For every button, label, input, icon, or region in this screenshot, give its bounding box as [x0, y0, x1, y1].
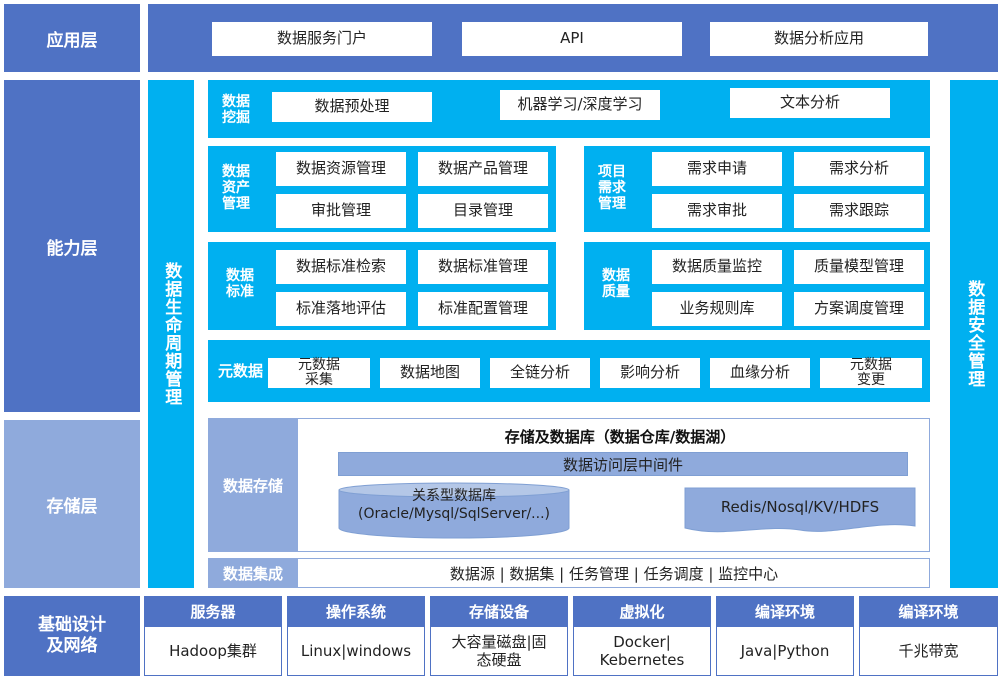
quality-item-monitor: 数据质量监控	[652, 250, 782, 284]
metadata-item-impact-label: 影响分析	[619, 363, 680, 382]
mining-title: 数据 挖掘	[222, 93, 250, 126]
nosql-label: Redis/Nosql/KV/HDFS	[720, 498, 880, 516]
storage-heading: 存储及数据库（数据仓库/数据湖）	[504, 428, 736, 446]
metadata-item-collect: 元数据 采集	[268, 358, 370, 388]
metadata-item-map-label: 数据地图	[399, 363, 460, 382]
asset-item-resource: 数据资源管理	[276, 152, 406, 186]
mining-item-text-label: 文本分析	[779, 93, 840, 112]
standard-item-manage: 数据标准管理	[418, 250, 548, 284]
standard-item-evaluate-label: 标准落地评估	[295, 299, 386, 318]
app-item-portal-label: 数据服务门户	[276, 29, 367, 48]
infra-head-virtualization: 虚拟化	[573, 596, 711, 626]
metadata-item-impact: 影响分析	[600, 358, 700, 388]
infra-body-virtualization: Docker| Kebernetes	[573, 626, 711, 676]
layer-capability: 能力层	[4, 80, 140, 412]
mining-item-ml: 机器学习/深度学习	[500, 90, 660, 120]
requirement-item-approve-label: 需求审批	[686, 201, 747, 220]
requirement-item-analysis-label: 需求分析	[828, 159, 889, 178]
requirement-item-track: 需求跟踪	[794, 194, 924, 228]
mining-item-text: 文本分析	[730, 88, 890, 118]
standard-item-search: 数据标准检索	[276, 250, 406, 284]
infra-head-network: 编译环境	[859, 596, 998, 626]
quality-item-rules: 业务规则库	[652, 292, 782, 326]
app-item-api: API	[462, 22, 682, 56]
layer-infra-label: 基础设计 及网络	[38, 614, 106, 656]
asset-title: 数据 资产 管理	[222, 163, 250, 213]
layer-app: 应用层	[4, 4, 140, 72]
relational-db-label: 关系型数据库 (Oracle/Mysql/SqlServer/...)	[358, 488, 550, 522]
infra-head-compile: 编译环境	[716, 596, 854, 626]
asset-item-catalog-label: 目录管理	[452, 201, 513, 220]
asset-item-product-label: 数据产品管理	[437, 159, 528, 178]
standard-title: 数据 标准	[226, 267, 254, 300]
metadata-item-collect-label: 元数据 采集	[298, 357, 340, 388]
layer-app-label: 应用层	[46, 30, 98, 51]
requirement-item-apply: 需求申请	[652, 152, 782, 186]
metadata-item-change: 元数据 变更	[820, 358, 922, 388]
infra-head-os: 操作系统	[287, 596, 425, 626]
metadata-item-map: 数据地图	[380, 358, 480, 388]
quality-title: 数据 质量	[602, 267, 630, 300]
mining-item-preprocess-label: 数据预处理	[314, 97, 390, 116]
infra-head-server: 服务器	[144, 596, 282, 626]
requirement-item-track-label: 需求跟踪	[828, 201, 889, 220]
layer-storage: 存储层	[4, 420, 140, 588]
infra-body-server: Hadoop集群	[144, 626, 282, 676]
app-item-analytics: 数据分析应用	[710, 22, 928, 56]
asset-item-resource-label: 数据资源管理	[295, 159, 386, 178]
quality-item-schedule: 方案调度管理	[794, 292, 924, 326]
infra-body-compile: Java|Python	[716, 626, 854, 676]
app-item-portal: 数据服务门户	[212, 22, 432, 56]
asset-item-product: 数据产品管理	[418, 152, 548, 186]
asset-item-catalog: 目录管理	[418, 194, 548, 228]
metadata-item-fullchain-label: 全链分析	[509, 363, 570, 382]
storage-label-box: 数据存储	[208, 418, 298, 552]
standard-item-evaluate: 标准落地评估	[276, 292, 406, 326]
infra-body-network: 千兆带宽	[859, 626, 998, 676]
security-label: 数据安全管理	[964, 280, 985, 388]
lifecycle-label: 数据生命周期管理	[161, 262, 182, 406]
requirement-item-apply-label: 需求申请	[686, 159, 747, 178]
relational-db-icon	[338, 482, 570, 539]
infra-body-os: Linux|windows	[287, 626, 425, 676]
asset-item-approval: 审批管理	[276, 194, 406, 228]
metadata-item-lineage-label: 血缘分析	[729, 363, 790, 382]
requirement-title: 项目 需求 管理	[598, 163, 626, 213]
quality-item-model-label: 质量模型管理	[813, 257, 904, 276]
middleware-bar: 数据访问层中间件	[338, 452, 908, 476]
metadata-item-change-label: 元数据 变更	[850, 357, 892, 388]
layer-capability-label: 能力层	[46, 238, 98, 259]
metadata-item-lineage: 血缘分析	[710, 358, 810, 388]
asset-item-approval-label: 审批管理	[310, 201, 371, 220]
infra-body-storage: 大容量磁盘|固 态硬盘	[430, 626, 568, 676]
app-item-analytics-label: 数据分析应用	[773, 29, 864, 48]
integration-text: 数据源 | 数据集 | 任务管理 | 任务调度 | 监控中心	[449, 564, 779, 583]
requirement-item-approve: 需求审批	[652, 194, 782, 228]
integration-label-box: 数据集成	[208, 558, 298, 588]
quality-item-monitor-label: 数据质量监控	[671, 257, 762, 276]
lifecycle-bar: 数据生命周期管理	[148, 80, 194, 588]
app-item-api-label: API	[560, 29, 584, 48]
layer-infra: 基础设计 及网络	[4, 596, 140, 676]
metadata-title: 元数据	[218, 362, 264, 381]
integration-label: 数据集成	[222, 564, 283, 583]
infra-head-storage: 存储设备	[430, 596, 568, 626]
security-bar: 数据安全管理	[950, 80, 998, 588]
standard-item-search-label: 数据标准检索	[295, 257, 386, 276]
standard-item-config: 标准配置管理	[418, 292, 548, 326]
quality-item-schedule-label: 方案调度管理	[813, 299, 904, 318]
nosql-store-icon	[684, 487, 916, 533]
mining-item-preprocess: 数据预处理	[272, 92, 432, 122]
standard-item-manage-label: 数据标准管理	[437, 257, 528, 276]
quality-item-rules-label: 业务规则库	[679, 299, 755, 318]
mining-item-ml-label: 机器学习/深度学习	[517, 95, 643, 114]
middleware-label: 数据访问层中间件	[562, 455, 683, 474]
storage-label: 数据存储	[222, 476, 283, 495]
layer-storage-label: 存储层	[46, 496, 98, 517]
standard-item-config-label: 标准配置管理	[437, 299, 528, 318]
metadata-item-fullchain: 全链分析	[490, 358, 590, 388]
requirement-item-analysis: 需求分析	[794, 152, 924, 186]
quality-item-model: 质量模型管理	[794, 250, 924, 284]
